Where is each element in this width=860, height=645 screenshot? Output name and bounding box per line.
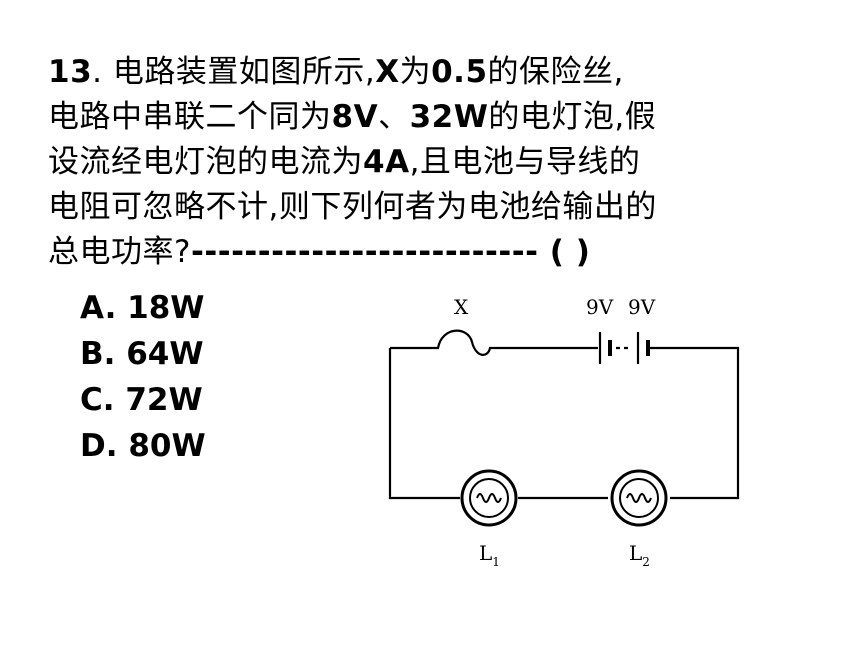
lamp-1-label: L1	[479, 541, 500, 569]
lamp-1-label-subscript: 1	[492, 555, 500, 569]
option-label: 72W	[125, 382, 203, 418]
question-text-segment: 电路中串联二个同为	[48, 99, 332, 135]
option-label: B	[80, 336, 104, 372]
lamp-2-filament	[626, 493, 652, 503]
fuse-wire	[390, 329, 598, 356]
lamp-2-label: L2	[629, 541, 650, 569]
battery-2-label: 9V	[628, 295, 656, 319]
question-text-segment: . 电路装置如图所示,	[92, 54, 376, 90]
lamp-1-label-letter: L	[479, 541, 492, 565]
lamp-2-label-letter: L	[629, 541, 642, 565]
question-text-segment: 为	[399, 54, 432, 90]
lamp-2-label-subscript: 2	[642, 555, 650, 569]
battery-1-label: 9V	[586, 295, 614, 319]
question-line-4: 电阻可忽略不计,则下列何者为电池给输出的	[48, 189, 657, 225]
question-text-segment: X	[375, 54, 400, 90]
question-line-1: 13. 电路装置如图所示,X为0.5的保险丝,	[48, 50, 838, 95]
lamp-1-inner	[469, 478, 509, 518]
left-wire	[388, 348, 460, 500]
question-text-segment: 总电功率?	[48, 234, 191, 270]
question-text-segment: 8V	[331, 99, 379, 135]
question-text-segment: 的电灯泡,假	[488, 99, 657, 135]
circuit-diagram: X 9V 9V L1 L2	[388, 295, 740, 569]
lamp-1-filament	[476, 493, 502, 503]
option-d[interactable]: D. 80W	[80, 428, 206, 464]
question-text-segment: 4A	[363, 144, 410, 180]
question-text-segment: 设流经电灯泡的电流为	[48, 144, 363, 180]
question-line-3: 设流经电灯泡的电流为4A,且电池与导线的	[48, 140, 838, 185]
option-label: A	[80, 290, 105, 326]
option-label: C	[80, 382, 103, 418]
lamp-2	[610, 469, 668, 527]
question-text-segment: 的保险丝,	[487, 54, 624, 90]
question-text-segment: 32W	[409, 99, 489, 135]
answer-options: A. 18W B. 64W C. 72W D. 80W	[80, 285, 206, 469]
option-b[interactable]: B. 64W	[80, 336, 204, 372]
lamp-2-inner	[619, 478, 659, 518]
option-label: 80W	[128, 428, 206, 464]
question-number: 13	[48, 54, 93, 90]
fuse-label: X	[454, 295, 469, 319]
question-line-5: 总电功率?-------------------------- ( )	[48, 230, 838, 275]
question-text-segment: 0.5	[431, 54, 488, 90]
option-c[interactable]: C. 72W	[80, 382, 203, 418]
question-text-segment: ,且电池与导线的	[409, 144, 641, 180]
answer-blank: -------------------------- ( )	[190, 234, 591, 270]
question-line-2: 电路中串联二个同为8V、32W的电灯泡,假	[48, 95, 838, 140]
option-label: 64W	[126, 336, 204, 372]
right-wire	[650, 346, 740, 500]
option-label: 18W	[127, 290, 205, 326]
question-text-segment: 、	[378, 99, 410, 135]
option-label: D	[80, 428, 106, 464]
question-text: 13. 电路装置如图所示,X为0.5的保险丝, 电路中串联二个同为8V、32W的…	[48, 50, 838, 275]
lamp-1	[460, 469, 518, 527]
option-a[interactable]: A. 18W	[80, 290, 205, 326]
